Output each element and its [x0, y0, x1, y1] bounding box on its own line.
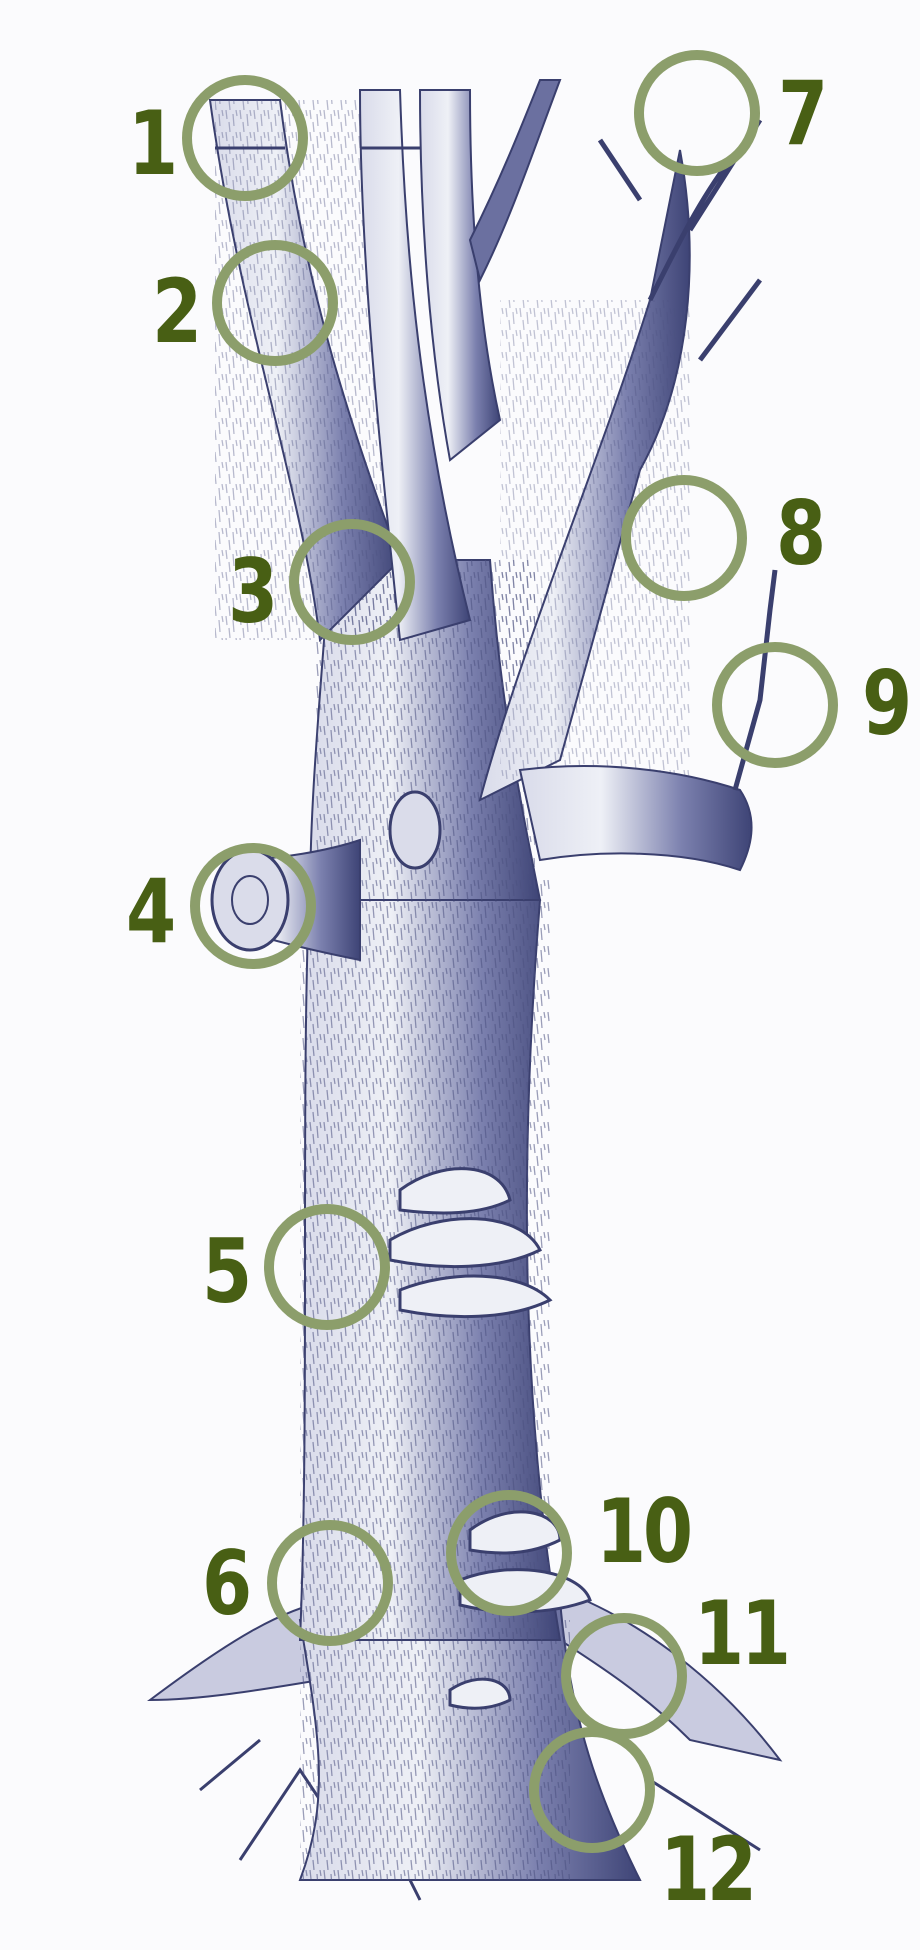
callout-ring-11 — [561, 1613, 687, 1739]
callout-ring-1 — [182, 75, 308, 201]
callout-label-3: 3 — [228, 540, 278, 643]
callout-label-5: 5 — [202, 1220, 252, 1323]
callout-label-6: 6 — [202, 1532, 252, 1635]
ground-roots — [146, 1588, 783, 1901]
callout-ring-12 — [529, 1727, 655, 1853]
callout-ring-7 — [634, 50, 760, 176]
callout-label-9: 9 — [862, 652, 912, 755]
callout-label-1: 1 — [128, 92, 178, 195]
callout-label-2: 2 — [152, 260, 202, 363]
callout-label-11: 11 — [694, 1582, 791, 1685]
callout-ring-5 — [264, 1204, 390, 1330]
callout-ring-3 — [289, 519, 415, 645]
callout-label-8: 8 — [776, 482, 826, 585]
callout-label-10: 10 — [596, 1480, 693, 1583]
callout-label-12: 12 — [660, 1818, 757, 1921]
callout-ring-4 — [190, 843, 316, 969]
callout-ring-10 — [446, 1490, 572, 1616]
callout-label-4: 4 — [126, 860, 176, 963]
callout-ring-8 — [621, 475, 747, 601]
callout-ring-6 — [267, 1520, 393, 1646]
callout-rings — [182, 50, 838, 1853]
callout-ring-9 — [712, 642, 838, 768]
upper-stems — [208, 79, 778, 962]
callout-label-7: 7 — [778, 62, 828, 165]
callout-ring-2 — [212, 240, 338, 366]
